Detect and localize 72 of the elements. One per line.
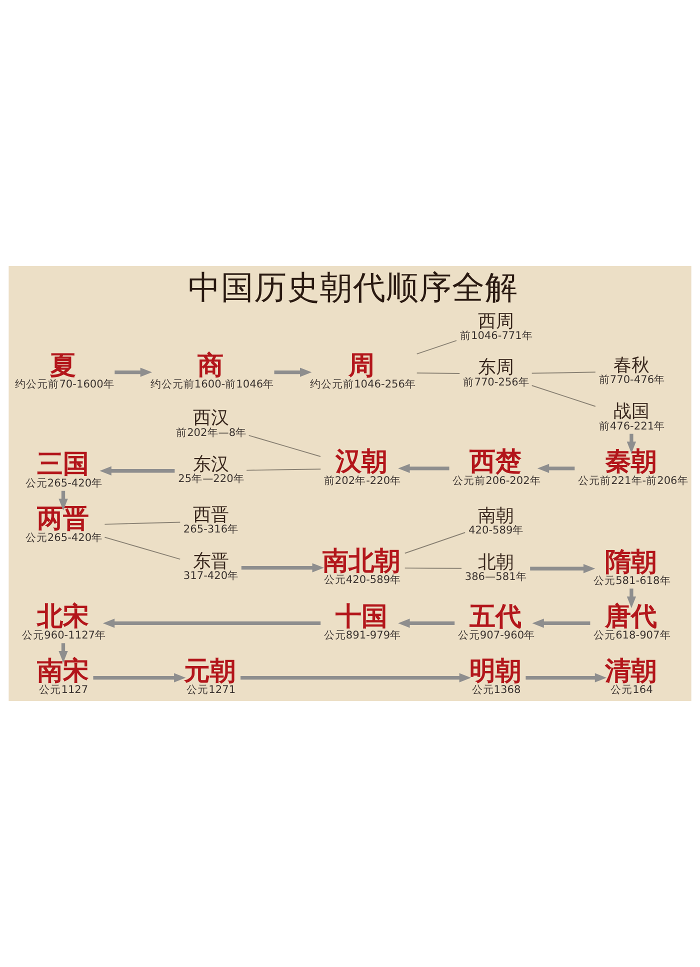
arrow [626,434,636,454]
node-label: 386—581年 [464,570,527,583]
arrow [93,673,186,682]
node-label: 公元891-979年 [324,630,402,642]
node-label: 公元265-420年 [25,532,103,544]
node-label: 约公元前1600-前1046年 [150,378,274,391]
node-label: 公元618-907年 [594,630,671,642]
node-label: 公元265-420年 [25,477,103,490]
arrow [526,673,607,682]
connector [104,536,181,560]
node-label: 公元164 [610,684,653,696]
connector [404,568,462,569]
node-label: 420-589年 [468,524,524,537]
node-label: 约公元前70-1600年 [15,378,114,391]
arrow [530,564,596,574]
node-label: 公元前221年-前206年 [578,474,688,487]
node-text: 隋朝 [604,547,657,578]
connector [416,372,460,374]
connector [246,468,322,471]
arrow [58,643,68,663]
node-label: 前202年—8年 [176,426,247,439]
connector [531,372,596,374]
arrow [58,490,68,510]
node-label: 317-420年 [183,570,239,582]
node-text: 南朝 [478,505,514,526]
arrow [398,618,455,628]
node-label: 前1046-771年 [460,330,533,342]
node-text: 北宋 [36,602,89,632]
arrow [537,464,575,474]
arrow [102,618,321,628]
node-label: 公元420-589年 [324,574,402,586]
node-label: 前202年-220年 [324,474,402,487]
node-text: 五代 [469,602,522,632]
node-text: 十国 [335,602,388,632]
node-label: 25年—220年 [178,473,244,486]
node-label: 公元960-1127年 [22,630,106,642]
node-text: 春秋 [614,354,650,376]
node-label: 公元907-960年 [458,630,536,642]
connector [248,434,321,457]
node-label: 公元1127 [39,684,88,696]
node-label: 约公元前1046-256年 [310,378,416,391]
node-label: 公元1368 [472,684,521,696]
arrow [241,563,324,572]
node-label: 公元581-618年 [594,575,671,588]
arrow [240,673,472,682]
node-text: 北朝 [478,552,514,573]
node-text: 西晋 [192,504,229,526]
node-label: 公元1271 [186,684,236,696]
node-text: 西汉 [192,408,229,429]
node-label: 前770-476年 [598,374,666,386]
node-text: 东周 [478,357,514,378]
node-label: 前770-256年 [463,376,530,388]
arrow [398,464,450,474]
node-text: 西周 [478,310,514,332]
connector [531,385,596,407]
node-text: 战国 [614,401,650,422]
node-text: 两晋 [36,504,89,534]
arrow [114,368,152,377]
node-text: 三国 [36,450,89,480]
arrow [532,618,590,628]
connector [404,532,466,554]
diagram-title: 中国历史朝代顺序全解 [188,268,518,307]
arrow [100,466,175,476]
connector [104,522,181,525]
arrow [274,368,312,377]
node-text: 唐代 [604,602,657,632]
node-label: 265-316年 [183,524,239,536]
connector [416,340,457,354]
arrow [626,588,636,608]
node-text: 东晋 [192,551,229,572]
node-label: 前476-221年 [598,420,666,432]
node-label: 公元前206-202年 [452,474,541,487]
